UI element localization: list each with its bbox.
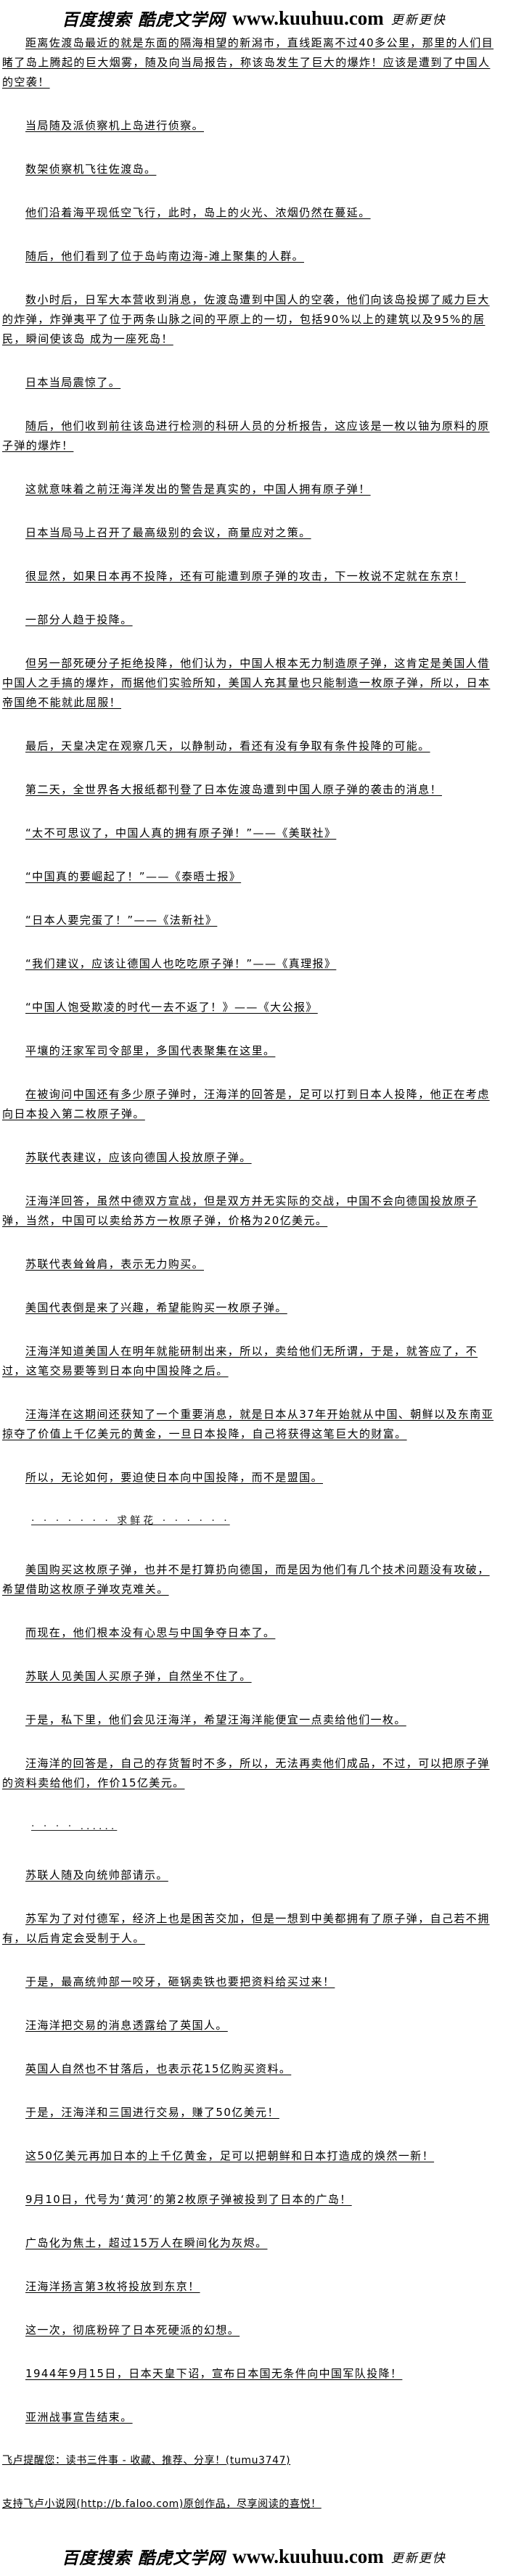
faloo-support-link[interactable]: 支持飞卢小说网(http://b.faloo.com)原创作品，尽享阅读的喜悦！ (2, 2498, 321, 2510)
story-paragraph: 美国购买这枚原子弹，也并不是打算扔向德国，而是因为他们有几个技术问题没有攻破，希… (2, 1563, 490, 1596)
story-paragraph: 在被询问中国还有多少原子弹时，汪海洋的回答是，足可以打到日本人投降，他正在考虑向… (2, 1088, 490, 1120)
paragraph-group-1: 距离佐渡岛最近的就是东面的隔海相望的新潟市，直线距离不过40多公里，那里的人们目… (2, 33, 499, 1488)
story-paragraph: 第二天，全世界各大报纸都刊登了日本佐渡岛遭到中国人原子弹的袭击的消息！ (25, 783, 443, 796)
story-paragraph: “中国真的要崛起了！”——《泰晤士报》 (25, 870, 242, 883)
story-paragraph: “我们建议，应该让德国人也吃吃原子弹！”——《真理报》 (25, 957, 337, 970)
story-paragraph: 汪海洋把交易的消息透露给了英国人。 (25, 2019, 228, 2032)
story-paragraph: 很显然，如果日本再不投降，还有可能遭到原子弹的攻击，下一枚说不定就在东京！ (25, 570, 466, 583)
story-paragraph: 他们沿着海平现低空飞行，此时，岛上的火光、浓烟仍然在蔓延。 (25, 206, 371, 219)
story-paragraph: “中国人饱受欺凌的时代一去不返了！》——《大公报》 (25, 1001, 318, 1014)
story-paragraph: 1944年9月15日，日本天皇下诏，宣布日本国无条件向中国军队投降！ (25, 2367, 403, 2380)
story-paragraph: 英国人自然也不甘落后，也表示花15亿购买资料。 (25, 2062, 292, 2075)
story-paragraph: 这就意味着之前汪海洋发出的警告是真实的，中国人拥有原子弹！ (25, 483, 371, 496)
story-paragraph: 苏联代表建议，应该向德国人投放原子弹。 (25, 1151, 252, 1164)
story-paragraph: 数架侦察机飞往佐渡岛。 (25, 163, 157, 176)
banner-site-name: 百度搜索 酷虎文学网 (62, 10, 226, 30)
story-paragraph: 苏军为了对付德军，经济上也是困苦交加，但是一想到中美都拥有了原子弹，自己若不拥有… (2, 1912, 490, 1945)
story-paragraph: 汪海洋回答，虽然中德双方宣战，但是双方并无实际的交战，中国不会向德国投放原子弹，… (2, 1194, 478, 1227)
story-paragraph: 美国代表倒是来了兴趣，希望能购买一枚原子弹。 (25, 1301, 287, 1314)
story-paragraph: 亚洲战事宣告结束。 (25, 2411, 133, 2424)
banner-site-name: 百度搜索 酷虎文学网 (62, 2548, 226, 2568)
story-paragraph: 一部分人趋于投降。 (25, 613, 133, 626)
separator-request-flowers: · · · · · · · 求鲜花 · · · · · · (31, 1515, 230, 1527)
story-paragraph: 但另一部死硬分子拒绝投降，他们认为，中国人根本无力制造原子弹，这肯定是美国人借中… (2, 657, 491, 709)
separator-ellipsis: · · · · ...... (31, 1821, 118, 1832)
story-paragraph: 苏联人随及向统帅部请示。 (25, 1869, 168, 1882)
story-paragraph: 最后，天皇决定在观察几天，以静制动，看还有没有争取有条件投降的可能。 (25, 739, 430, 752)
faloo-reminder: 飞卢提醒您：读书三件事 - 收藏、推荐、分享！(tumu3747) (2, 2455, 291, 2466)
story-paragraph: 汪海洋扬言第3枚将投放到东京！ (25, 2280, 200, 2293)
story-paragraph: 9月10日，代号为‘黄河’的第2枚原子弹被投到了日本的广岛！ (25, 2193, 352, 2206)
story-paragraph: 于是，私下里，他们会见汪海洋，希望汪海洋能便宜一点卖给他们一枚。 (25, 1713, 406, 1726)
story-paragraph: 汪海洋知道美国人在明年就能研制出来，所以，卖给他们无所谓，于是，就答应了，不过，… (2, 1345, 478, 1377)
story-paragraph: “太不可思议了，中国人真的拥有原子弹！”——《美联社》 (25, 826, 337, 840)
story-paragraph: 于是，最高统帅部一咬牙，砸锅卖铁也要把资料给买过来！ (25, 1975, 335, 1988)
story-paragraph: 汪海洋的回答是，自己的存货暂时不多，所以，无法再卖他们成品，不过，可以把原子弹的… (2, 1757, 490, 1789)
story-paragraph: “日本人要完蛋了！”——《法新社》 (25, 914, 218, 927)
story-paragraph: 日本当局震惊了。 (25, 376, 121, 389)
story-paragraph: 这50亿美元再加日本的上千亿黄金，足可以把朝鲜和日本打造成的焕然一新！ (25, 2149, 435, 2162)
story-paragraph: 随后，他们收到前往该岛进行检测的科研人员的分析报告，这应该是一枚以铀为原料的原子… (2, 419, 490, 452)
story-paragraph: 苏联人见美国人买原子弹，自然坐不住了。 (25, 1670, 252, 1683)
story-paragraph: 当局随及派侦察机上岛进行侦察。 (25, 119, 205, 132)
story-paragraph: 所以，无论如何，要迫使日本向中国投降，而不是盟国。 (25, 1471, 324, 1484)
paragraph-group-2: 美国购买这枚原子弹，也并不是打算扔向德国，而是因为他们有几个技术问题没有攻破，希… (2, 1560, 499, 1793)
story-paragraph: 广岛化为焦土，超过15万人在瞬间化为灰烬。 (25, 2236, 268, 2249)
site-banner-bottom: 百度搜索 酷虎文学网 www.kuuhuu.com 更新更快 (0, 2538, 508, 2572)
paragraph-group-3: 苏联人随及向统帅部请示。苏军为了对付德军，经济上也是困苦交加，但是一想到中美都拥… (2, 1866, 499, 2427)
story-paragraph: 于是，汪海洋和三国进行交易，赚了50亿美元！ (25, 2106, 279, 2119)
banner-url[interactable]: www.kuuhuu.com (232, 2545, 384, 2567)
story-paragraph: 而现在，他们根本没有心思与中国争夺日本了。 (25, 1626, 276, 1639)
story-paragraph: 数小时后，日军大本营收到消息，佐渡岛遭到中国人的空袭，他们向该岛投掷了威力巨大的… (2, 293, 490, 345)
story-paragraph: 日本当局马上召开了最高级别的会议，商量应对之策。 (25, 526, 311, 539)
chapter-content: 距离佐渡岛最近的就是东面的隔海相望的新潟市，直线距离不过40多公里，那里的人们目… (0, 33, 503, 2514)
story-paragraph: 苏联代表耸耸肩，表示无力购买。 (25, 1258, 205, 1271)
story-paragraph: 随后，他们看到了位于岛屿南边海-滩上聚集的人群。 (25, 250, 305, 263)
story-paragraph: 距离佐渡岛最近的就是东面的隔海相望的新潟市，直线距离不过40多公里，那里的人们目… (2, 36, 494, 89)
story-paragraph: 平壤的汪家军司令部里，多国代表聚集在这里。 (25, 1044, 276, 1057)
banner-tagline: 更新更快 (390, 12, 446, 28)
banner-url[interactable]: www.kuuhuu.com (232, 7, 384, 29)
story-paragraph: 汪海洋在这期间还获知了一个重要消息，就是日本从37年开始就从中国、朝鲜以及东南亚… (2, 1408, 494, 1440)
site-banner-top: 百度搜索 酷虎文学网 www.kuuhuu.com 更新更快 (0, 0, 508, 33)
story-paragraph: 这一次，彻底粉碎了日本死硬派的幻想。 (25, 2323, 240, 2337)
banner-tagline: 更新更快 (390, 2551, 446, 2566)
